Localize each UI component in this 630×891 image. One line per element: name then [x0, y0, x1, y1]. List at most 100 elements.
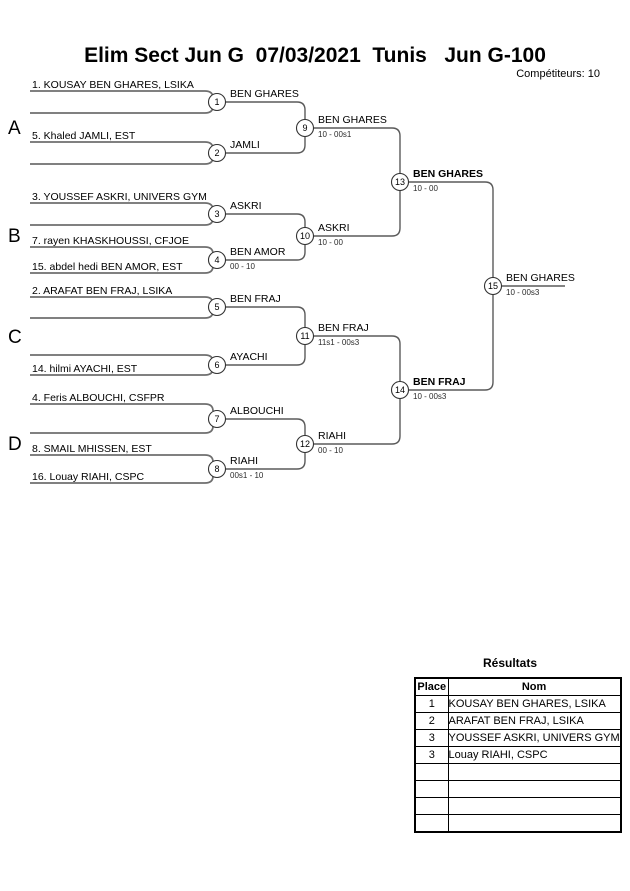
seed-label: 7. rayen KHASKHOUSSI, CFJOE	[32, 235, 189, 247]
bracket-line	[225, 213, 306, 228]
match-number: 2	[214, 148, 219, 158]
result-place: 3	[414, 729, 449, 747]
table-row	[414, 797, 622, 815]
table-row: 3 Louay RIAHI, CSPC	[414, 746, 622, 764]
winner-label: BEN GHARES	[230, 88, 299, 100]
match-circle	[207, 92, 227, 112]
result-name: YOUSSEF ASKRI, UNIVERS GYM	[447, 729, 622, 747]
winner-label: BEN FRAJ	[413, 376, 466, 388]
winner-label: RIAHI	[318, 430, 346, 442]
result-name	[447, 814, 622, 833]
match-number: 6	[214, 360, 219, 370]
score-label: 00 - 10	[230, 262, 255, 271]
seed-label: 2. ARAFAT BEN FRAJ, LSIKA	[32, 285, 172, 297]
winner-label: BEN FRAJ	[230, 293, 281, 305]
winner-label: ASKRI	[230, 200, 262, 212]
match-number: 5	[214, 302, 219, 312]
winner-label: ALBOUCHI	[230, 405, 284, 417]
result-place	[414, 814, 449, 833]
winner-label: RIAHI	[230, 455, 258, 467]
bracket-line	[313, 398, 401, 445]
bracket-line	[313, 127, 401, 174]
score-label: 10 - 00	[413, 184, 438, 193]
match-number: 4	[214, 255, 219, 265]
results-header-row: Place Nom	[414, 677, 622, 696]
winner-label: AYACHI	[230, 351, 268, 363]
match-circle	[207, 297, 227, 317]
bracket-line	[30, 105, 214, 114]
match-number: 14	[395, 385, 405, 395]
pool-letter-d: D	[8, 434, 22, 455]
connector-lines	[225, 101, 565, 470]
match-circle	[390, 380, 410, 400]
result-place	[414, 763, 449, 781]
pool-letter-b: B	[8, 226, 21, 247]
table-row	[414, 814, 622, 833]
bracket-line	[30, 403, 214, 412]
results-header-place: Place	[414, 677, 449, 696]
seed-label: 16. Louay RIAHI, CSPC	[32, 471, 144, 483]
match-circle	[295, 434, 315, 454]
winner-label: BEN FRAJ	[318, 322, 369, 334]
match-number: 3	[214, 209, 219, 219]
bracket-line	[225, 452, 306, 470]
competitors-count: Compétiteurs: 10	[516, 68, 600, 80]
bracket-line	[30, 90, 214, 99]
result-name: KOUSAY BEN GHARES, LSIKA	[447, 695, 622, 713]
seed-label: 3. YOUSSEF ASKRI, UNIVERS GYM	[32, 191, 207, 203]
results-title: Résultats	[482, 656, 538, 670]
bracket-line	[30, 141, 214, 150]
bracket-line	[313, 190, 401, 237]
bracket-line	[30, 310, 214, 319]
seed-label: 14. hilmi AYACHI, EST	[32, 363, 138, 375]
winner-label: JAMLI	[230, 139, 260, 151]
bracket-line	[30, 296, 214, 305]
table-row: 1 KOUSAY BEN GHARES, LSIKA	[414, 695, 622, 713]
match-number: 13	[395, 177, 405, 187]
seed-label: 1. KOUSAY BEN GHARES, LSIKA	[32, 79, 194, 91]
score-label: 00s1 - 10	[230, 471, 264, 480]
bracket-line	[30, 475, 214, 484]
bracket-line	[313, 335, 401, 382]
seed-label: 4. Feris ALBOUCHI, CSFPR	[32, 392, 165, 404]
results-table: Place Nom 1 KOUSAY BEN GHARES, LSIKA 2 A…	[414, 677, 622, 833]
score-label: 10 - 00s3	[506, 288, 540, 297]
match-number: 8	[214, 464, 219, 474]
score-label: 10 - 00s1	[318, 130, 352, 139]
page-title: Elim Sect Jun G 07/03/2021 Tunis Jun G-1…	[84, 44, 546, 67]
seed-label: 5. Khaled JAMLI, EST	[32, 130, 136, 142]
match-number: 11	[300, 331, 309, 341]
seed-label: 8. SMAIL MHISSEN, EST	[32, 443, 152, 455]
score-label: 10 - 00s3	[413, 392, 447, 401]
bracket-line	[225, 344, 306, 366]
result-place: 1	[414, 695, 449, 713]
match-number: 7	[214, 414, 219, 424]
bracket-diagram: A B C D 1. KOUSAY BEN GHARES, LSIKA 5. K…	[8, 79, 575, 484]
result-name: ARAFAT BEN FRAJ, LSIKA	[447, 712, 622, 730]
result-name	[447, 780, 622, 798]
match-circle	[295, 118, 315, 138]
match-circle	[390, 172, 410, 192]
match-number: 12	[300, 439, 310, 449]
table-row	[414, 780, 622, 798]
match-circle	[207, 143, 227, 163]
winner-label: BEN GHARES	[413, 168, 483, 180]
table-row: 3 YOUSSEF ASKRI, UNIVERS GYM	[414, 729, 622, 747]
score-label: 11s1 - 00s3	[318, 338, 360, 347]
seed-label: 15. abdel hedi BEN AMOR, EST	[32, 261, 183, 273]
bracket-line	[30, 156, 214, 165]
result-place: 2	[414, 712, 449, 730]
winner-label: BEN GHARES	[318, 114, 387, 126]
match-number: 10	[300, 231, 310, 241]
bracket-line	[225, 244, 306, 261]
result-place	[414, 797, 449, 815]
bracket-line	[408, 181, 494, 278]
bracket-line	[225, 136, 306, 154]
match-number: 1	[214, 97, 219, 107]
result-place: 3	[414, 746, 449, 764]
result-place	[414, 780, 449, 798]
table-row: 2 ARAFAT BEN FRAJ, LSIKA	[414, 712, 622, 730]
match-circle	[295, 226, 315, 246]
match-circle	[207, 250, 227, 270]
